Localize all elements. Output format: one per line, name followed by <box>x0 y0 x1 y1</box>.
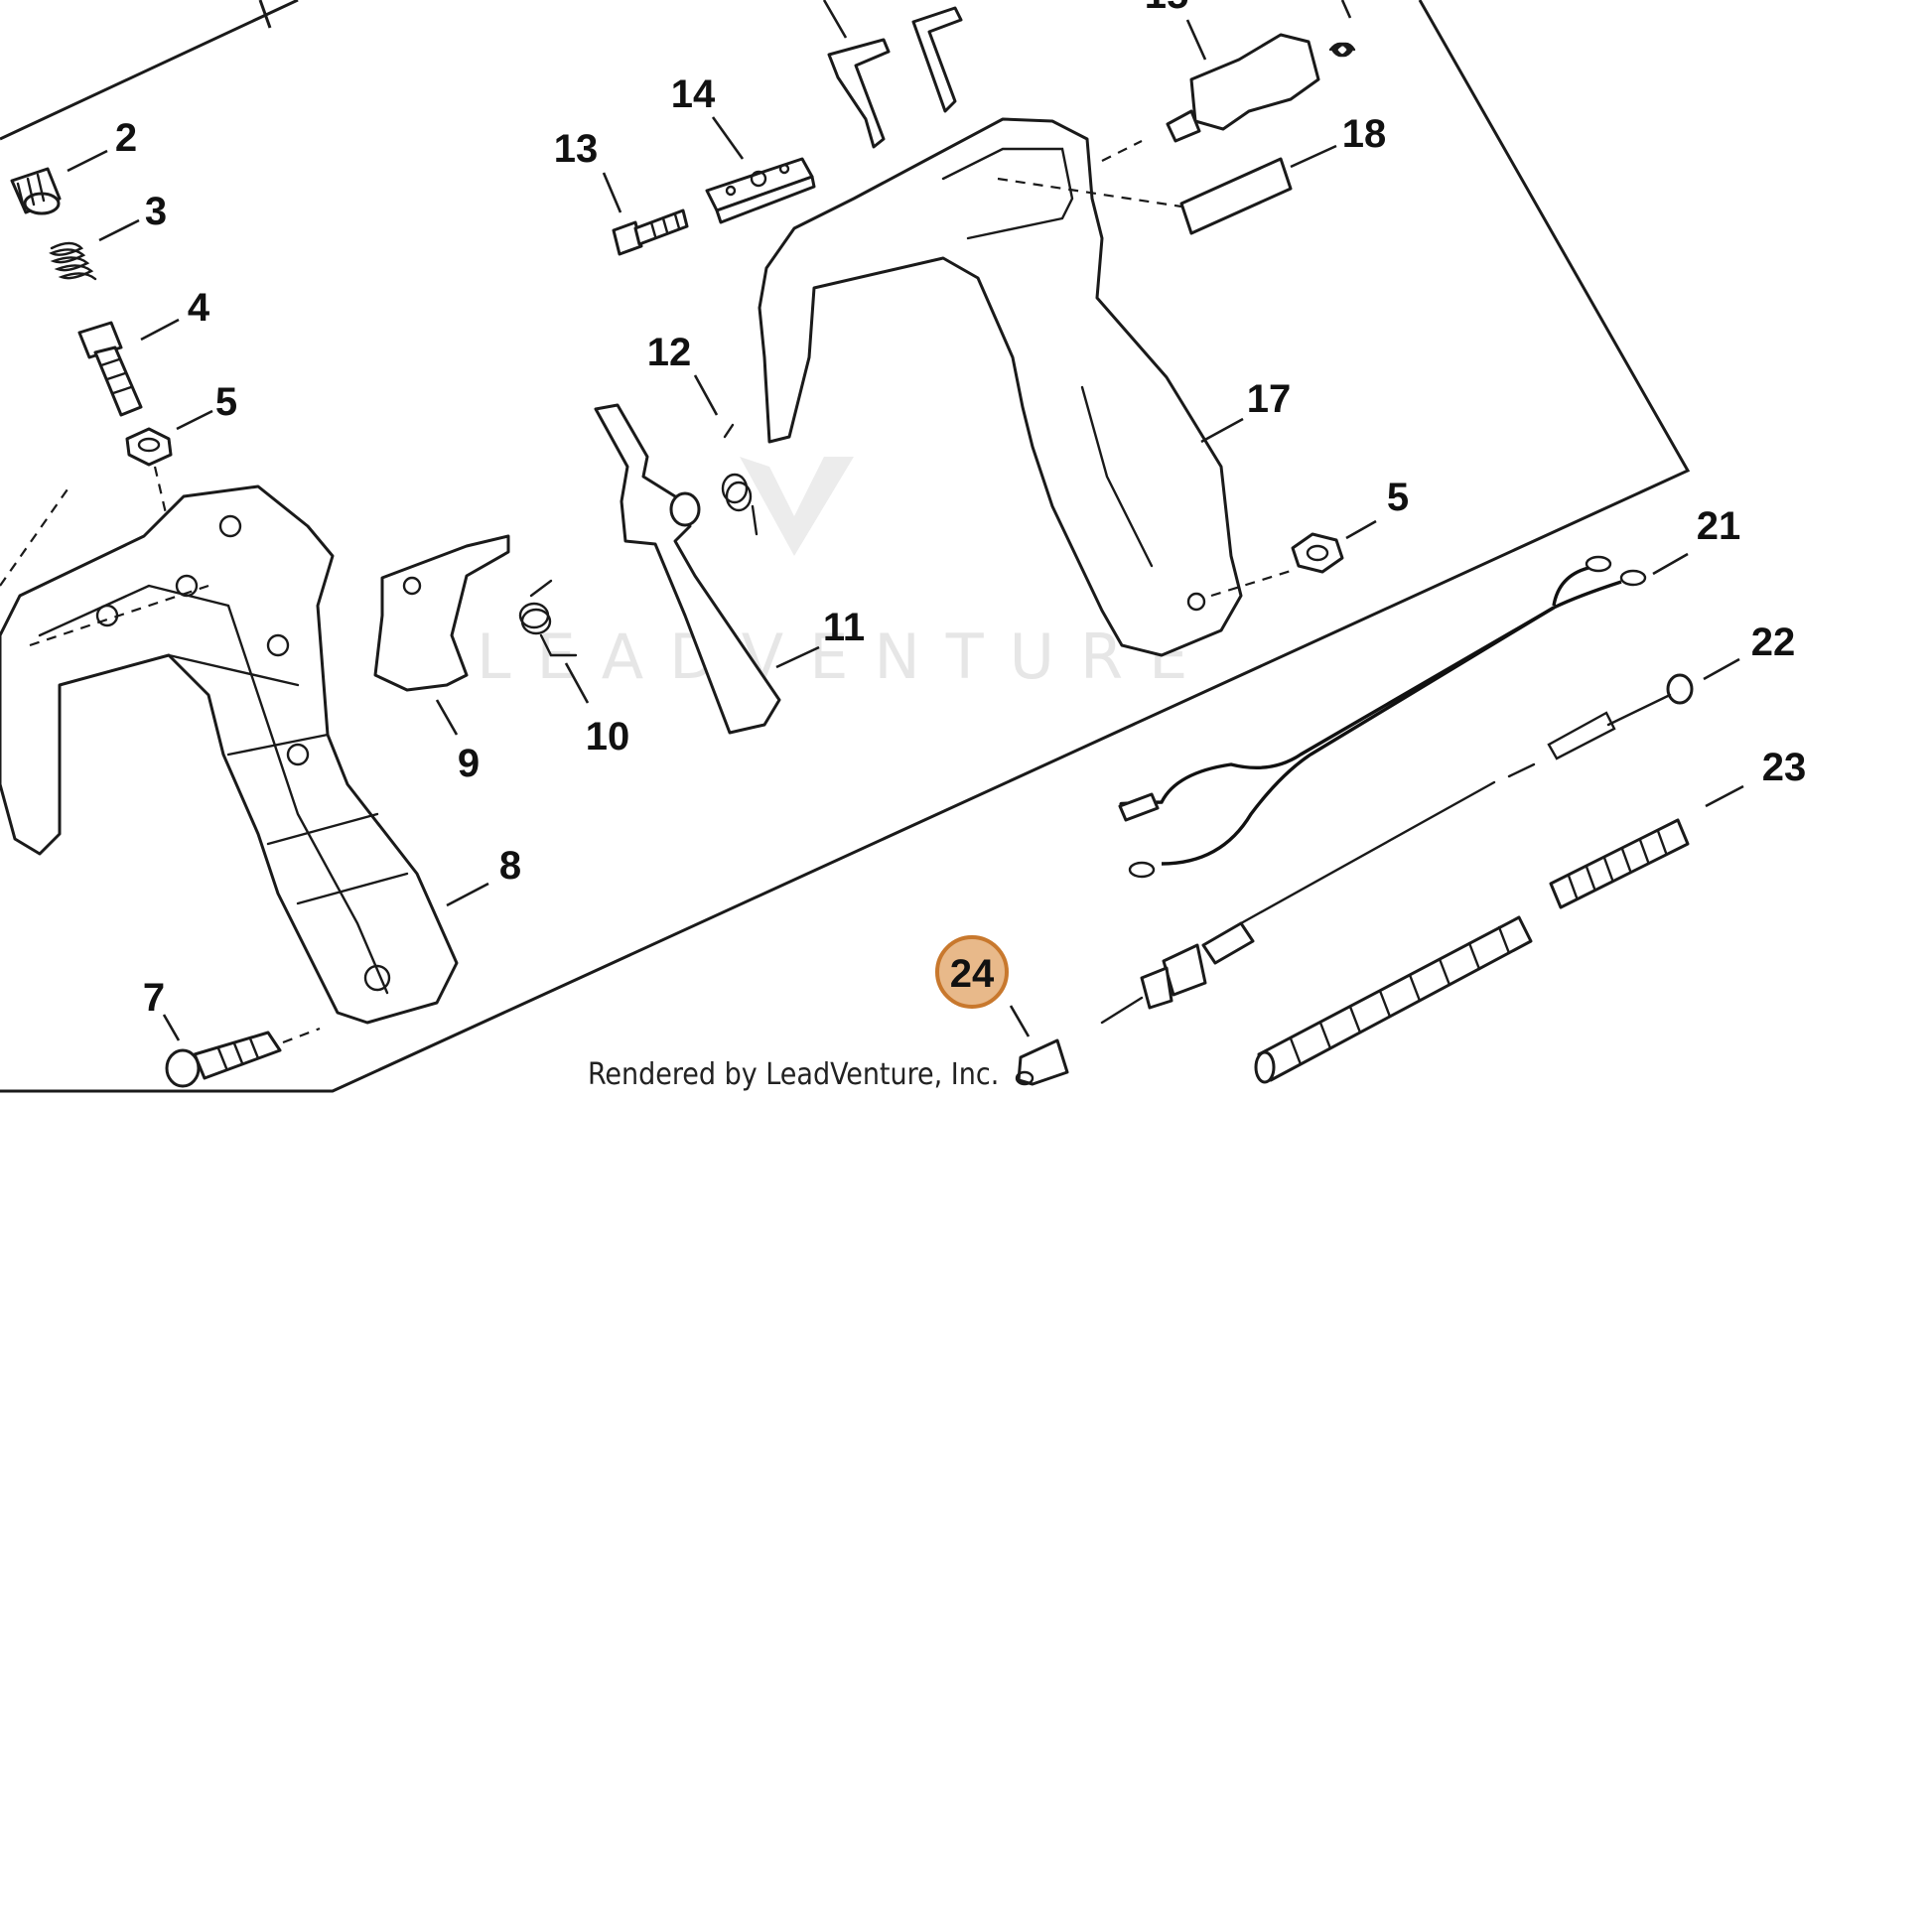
part-22-cable[interactable] <box>1100 657 1740 1025</box>
callout-10: 10 <box>586 715 630 759</box>
part-10-spring[interactable] <box>518 579 590 704</box>
callout-15: 15 <box>1145 0 1189 17</box>
callout-21: 21 <box>1697 504 1741 548</box>
part-3-spring[interactable] <box>49 218 140 281</box>
callout-2: 2 <box>115 116 137 160</box>
callout-9: 9 <box>458 742 480 785</box>
callout-14: 14 <box>671 72 716 116</box>
part-12-pin[interactable] <box>693 374 759 536</box>
part-5-nut-left[interactable] <box>125 409 213 527</box>
part-9-trigger[interactable] <box>373 534 510 736</box>
part-21-wire-harness[interactable] <box>1118 552 1689 879</box>
watermark-text: LEADVENTURE <box>477 621 1213 693</box>
callout-18: 18 <box>1342 112 1387 156</box>
part-5-nut-right[interactable] <box>1291 519 1377 574</box>
callout-4: 4 <box>188 286 210 330</box>
part-16-spring[interactable] <box>1328 0 1356 58</box>
callout-7: 7 <box>143 976 165 1020</box>
diagram-frame <box>0 0 1691 1093</box>
part-17-grip[interactable] <box>758 117 1292 657</box>
callout-3: 3 <box>145 190 167 233</box>
part-4-bolt[interactable] <box>77 318 180 417</box>
part-24-cap[interactable] <box>1009 1005 1069 1086</box>
callout-22: 22 <box>1751 621 1796 664</box>
credit-text: Rendered by LeadVenture, Inc. <box>588 1057 999 1092</box>
callout-8: 8 <box>499 844 521 888</box>
callout-5-right: 5 <box>1387 476 1409 519</box>
callout-24-highlight[interactable]: 24 <box>935 935 1009 1009</box>
callout-23: 23 <box>1762 746 1807 789</box>
frame-line-right-bottom <box>0 0 1691 1093</box>
callout-13: 13 <box>554 127 599 171</box>
part-23-conduit[interactable] <box>1254 784 1744 1084</box>
watermark-logo-icon <box>740 457 854 556</box>
callout-12: 12 <box>647 331 692 374</box>
callout-24-badge <box>935 935 1009 1009</box>
part-clips-top[interactable] <box>822 0 963 149</box>
part-8-handle-housing[interactable] <box>0 484 489 1025</box>
callout-labels: 2 3 4 5 7 8 9 10 11 12 13 14 15 17 18 5 … <box>115 0 1806 1020</box>
callout-17: 17 <box>1247 377 1292 421</box>
part-13-screw[interactable] <box>602 172 689 256</box>
part-11-lever[interactable] <box>594 403 820 735</box>
callout-11: 11 <box>823 606 865 649</box>
callout-24: 24 <box>950 952 995 996</box>
part-7-screw[interactable] <box>162 1014 321 1088</box>
part-2-knob[interactable] <box>10 149 108 215</box>
part-18-pad[interactable] <box>1179 144 1337 235</box>
frame-line-top-left <box>0 0 299 141</box>
part-15-handle-end[interactable] <box>1166 19 1320 143</box>
frame-tick <box>258 0 272 29</box>
part-14-bracket[interactable] <box>705 116 816 224</box>
callout-5-left: 5 <box>215 380 237 424</box>
